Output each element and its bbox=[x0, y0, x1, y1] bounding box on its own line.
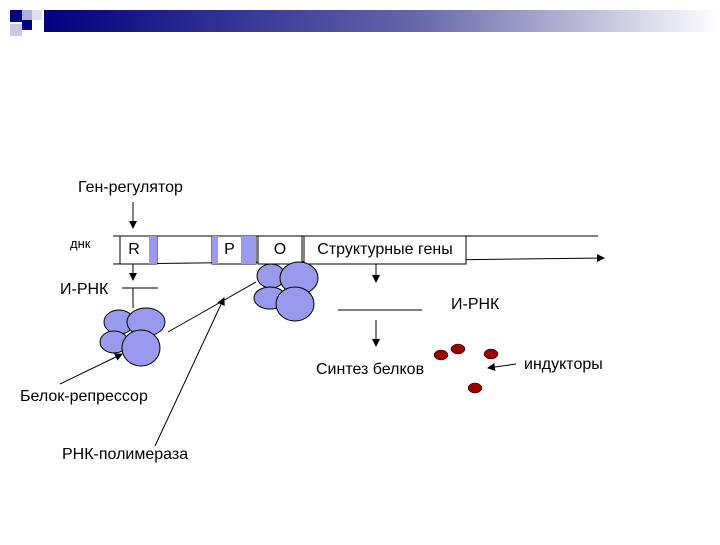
structural-genes-label: Структурные гены bbox=[317, 241, 453, 258]
header-square-4 bbox=[22, 20, 32, 30]
polymerase-blob bbox=[253, 261, 319, 322]
inducer-molecules bbox=[433, 343, 499, 394]
inducer-dot bbox=[483, 348, 499, 360]
inducer-dot bbox=[467, 382, 483, 394]
inducer-pointer-arrow bbox=[487, 363, 517, 371]
header-gradient-bar bbox=[44, 10, 720, 32]
gene-regulator-letter: R bbox=[128, 241, 140, 258]
protein-synthesis-label: Синтез белков bbox=[316, 361, 425, 378]
header-square-3 bbox=[32, 10, 42, 20]
inducers-label: индукторы bbox=[524, 356, 603, 373]
header-decoration bbox=[10, 10, 720, 36]
header-square-1 bbox=[10, 10, 22, 22]
gene-regulator-label: Ген-регулятор bbox=[78, 179, 183, 196]
header-square-5 bbox=[10, 24, 22, 36]
mrna-right-label: И-РНК bbox=[451, 296, 500, 313]
gene-operator-box bbox=[257, 235, 303, 265]
repressor-blob bbox=[99, 307, 166, 367]
dna-label: днк bbox=[70, 236, 91, 251]
polymerase-label: РНК-полимераза bbox=[62, 446, 189, 463]
gene-operator-letter: O bbox=[273, 241, 287, 258]
inducer-dot bbox=[450, 343, 466, 355]
gene-regulator-box bbox=[119, 235, 158, 265]
polymerase-pointer-arrow bbox=[154, 297, 225, 447]
gene-promoter-box bbox=[211, 235, 257, 265]
repressor-label: Белок-репрессор bbox=[20, 388, 148, 405]
structural-genes-box bbox=[303, 235, 467, 265]
inducer-dot bbox=[433, 349, 449, 361]
gene-promoter-letter: P bbox=[224, 241, 235, 258]
header-square-2 bbox=[22, 10, 32, 20]
repressor-to-operator-line bbox=[167, 281, 257, 333]
mrna-left-label: И-РНК bbox=[60, 281, 109, 298]
repressor-pointer-arrow bbox=[59, 353, 123, 385]
